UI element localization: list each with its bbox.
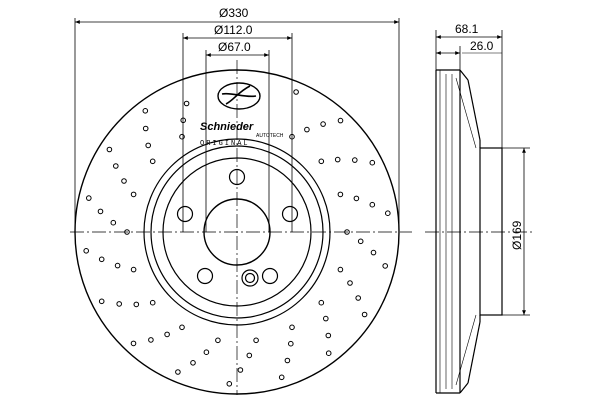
drill-hole — [183, 100, 190, 107]
drill-hole — [114, 262, 121, 269]
brand-name: Schnieder — [200, 121, 254, 133]
dim-total-height: 68.1 — [455, 22, 479, 36]
drill-hole — [148, 337, 154, 343]
drill-hole — [323, 315, 329, 322]
drill-hole — [149, 299, 156, 306]
drill-hole — [284, 357, 291, 364]
locator-pin-inner — [244, 272, 256, 284]
hat-inner-ring — [162, 157, 312, 307]
drill-hole — [353, 195, 360, 202]
drill-hole — [357, 238, 364, 245]
dim-disc-thickness: 26.0 — [470, 39, 494, 53]
drill-hole — [320, 121, 326, 127]
drill-hole — [318, 299, 325, 306]
drill-hole — [344, 229, 350, 235]
dim-center-bore: Ø67.0 — [218, 40, 251, 54]
drill-hole — [318, 158, 325, 165]
drill-hole — [179, 324, 185, 331]
drill-hole — [149, 158, 156, 165]
front-view — [70, 60, 412, 395]
drill-hole — [179, 133, 185, 140]
drill-hole — [203, 349, 210, 356]
side-dimensions — [435, 30, 530, 316]
brand-sub: AUTOTECH — [256, 133, 284, 139]
drill-hole — [97, 208, 104, 215]
drill-hole — [106, 146, 113, 153]
drill-hole — [116, 301, 122, 307]
hat-profile — [479, 147, 503, 316]
logo-emblem-icon — [217, 82, 261, 110]
drill-hole — [361, 311, 368, 318]
brand-logo: Schnieder AUTOTECH ORIGINAL — [200, 82, 284, 148]
drill-hole — [337, 266, 344, 273]
drill-hole — [226, 381, 233, 387]
bolt-hole — [228, 168, 246, 186]
drill-hole — [145, 142, 151, 149]
drill-hole — [113, 163, 119, 169]
drill-hole — [355, 295, 362, 301]
drill-hole — [293, 89, 299, 95]
drill-hole — [246, 352, 253, 359]
drill-hole — [369, 159, 376, 166]
drill-hole — [337, 117, 344, 124]
drill-hole — [352, 157, 358, 163]
bolt-hole — [261, 267, 279, 285]
drill-hole — [325, 350, 332, 357]
bolt-hole — [281, 205, 299, 223]
drill-hole — [121, 178, 127, 184]
drill-hole — [98, 298, 105, 305]
drill-hole — [253, 337, 259, 344]
drill-hole — [133, 301, 140, 308]
drill-hole — [337, 191, 344, 198]
drill-hole — [86, 195, 92, 201]
drill-hole — [130, 340, 137, 347]
bolt-hole — [176, 205, 194, 223]
drill-hole — [83, 248, 89, 254]
center-bore — [203, 198, 271, 266]
cross-drill-holes — [83, 89, 391, 387]
drill-hole — [110, 219, 117, 226]
dim-hat-diameter: Ø169 — [510, 220, 524, 250]
side-view — [425, 69, 535, 394]
drill-hole — [130, 266, 137, 273]
locator-pin-hole — [241, 269, 259, 287]
drill-hole — [130, 191, 137, 198]
hat-step-ring — [150, 145, 324, 319]
dim-bolt-circle: Ø112.0 — [214, 23, 253, 37]
drill-hole — [288, 340, 294, 347]
drill-hole — [334, 156, 341, 163]
drill-hole — [215, 337, 221, 344]
hat-outer-ring — [143, 138, 331, 326]
drill-hole — [164, 331, 170, 338]
drill-hole — [347, 280, 353, 286]
drill-hole — [142, 125, 149, 132]
drill-hole — [237, 367, 244, 373]
drill-hole — [142, 108, 149, 114]
drill-hole — [289, 324, 295, 331]
front-dimensions — [74, 18, 400, 232]
drill-hole — [190, 360, 196, 366]
drill-hole — [304, 126, 310, 133]
bolt-hole — [196, 267, 214, 285]
drill-hole — [124, 229, 130, 235]
drill-hole — [382, 263, 389, 269]
brand-original: ORIGINAL — [200, 140, 250, 148]
dim-outer-diameter: Ø330 — [219, 6, 249, 20]
drill-hole — [370, 249, 377, 256]
drill-hole — [325, 332, 332, 339]
drill-hole — [385, 210, 391, 216]
drill-hole — [369, 201, 376, 208]
drill-hole — [278, 374, 285, 381]
drill-hole — [175, 369, 181, 375]
drill-hole — [98, 256, 105, 263]
logo-swoosh-icon — [221, 85, 257, 105]
